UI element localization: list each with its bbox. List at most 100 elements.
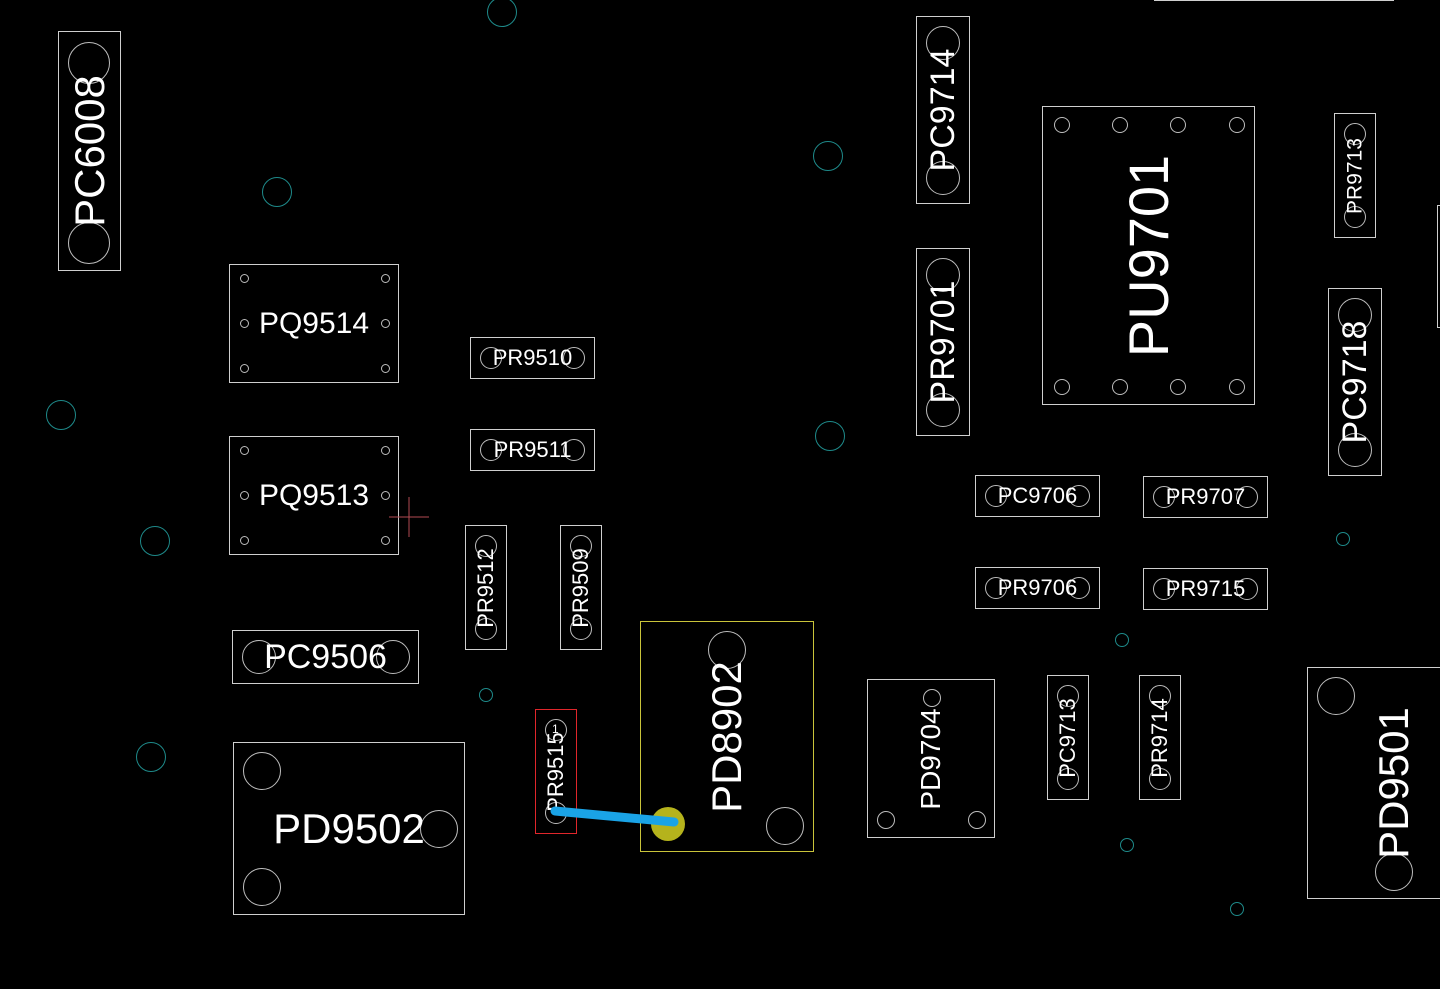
pad[interactable] xyxy=(545,719,567,741)
pad[interactable] xyxy=(1170,117,1186,133)
component-pr9707[interactable]: PR9707 xyxy=(1143,476,1268,518)
pad[interactable] xyxy=(240,319,249,328)
pad[interactable] xyxy=(563,347,585,369)
via[interactable] xyxy=(813,141,843,171)
component-pr9706[interactable]: PR9706 xyxy=(975,567,1100,609)
component-pu9701[interactable]: PU9701 xyxy=(1042,106,1255,405)
via[interactable] xyxy=(1230,902,1244,916)
pad[interactable] xyxy=(376,640,410,674)
pad[interactable] xyxy=(923,689,941,707)
component-pr9511[interactable]: PR9511 xyxy=(470,429,595,471)
pad[interactable] xyxy=(1054,117,1070,133)
pad[interactable] xyxy=(570,618,592,640)
pad[interactable] xyxy=(1112,117,1128,133)
via[interactable] xyxy=(262,177,292,207)
pad[interactable] xyxy=(926,26,960,60)
pad[interactable] xyxy=(926,161,960,195)
pad[interactable] xyxy=(563,439,585,461)
pad[interactable] xyxy=(381,536,390,545)
via[interactable] xyxy=(1120,838,1134,852)
component-pr9509[interactable]: PR9509 xyxy=(560,525,602,650)
pad[interactable] xyxy=(243,868,281,906)
component-pc9714[interactable]: PC9714 xyxy=(916,16,970,204)
pad[interactable] xyxy=(381,319,390,328)
via[interactable] xyxy=(1115,633,1129,647)
pad[interactable] xyxy=(1149,768,1171,790)
component-pd8902[interactable]: PD8902 xyxy=(640,621,814,852)
pad[interactable] xyxy=(1112,379,1128,395)
pad[interactable] xyxy=(1338,298,1372,332)
pad[interactable] xyxy=(480,439,502,461)
component-pc9706[interactable]: PC9706 xyxy=(975,475,1100,517)
pad[interactable] xyxy=(1229,117,1245,133)
pad[interactable] xyxy=(1068,485,1090,507)
pad[interactable] xyxy=(420,810,458,848)
pad[interactable] xyxy=(381,446,390,455)
via[interactable] xyxy=(487,0,517,27)
component-pd9704[interactable]: PD9704 xyxy=(867,679,995,838)
pad[interactable] xyxy=(766,807,804,845)
via[interactable] xyxy=(479,688,493,702)
pad[interactable] xyxy=(1068,577,1090,599)
pad[interactable] xyxy=(1344,206,1366,228)
pad[interactable] xyxy=(1317,677,1355,715)
pad[interactable] xyxy=(475,535,497,557)
pad[interactable] xyxy=(242,640,276,674)
pad[interactable] xyxy=(240,446,249,455)
pad[interactable] xyxy=(1057,685,1079,707)
pad[interactable] xyxy=(570,535,592,557)
pad[interactable] xyxy=(1149,685,1171,707)
pad[interactable] xyxy=(968,811,986,829)
pad[interactable] xyxy=(877,811,895,829)
via[interactable] xyxy=(815,421,845,451)
pad[interactable] xyxy=(708,631,746,669)
pad[interactable] xyxy=(1170,379,1186,395)
pad[interactable] xyxy=(381,274,390,283)
pad[interactable] xyxy=(1375,853,1413,891)
pad[interactable] xyxy=(243,752,281,790)
pad[interactable] xyxy=(480,347,502,369)
pad[interactable] xyxy=(68,42,110,84)
component-pr9512[interactable]: PR9512 xyxy=(465,525,507,650)
pad[interactable] xyxy=(1057,768,1079,790)
pad[interactable] xyxy=(1338,433,1372,467)
component-pr9515[interactable]: 1 PR9515 xyxy=(535,709,577,834)
pad[interactable] xyxy=(381,364,390,373)
via[interactable] xyxy=(136,742,166,772)
component-pc6008[interactable]: PC6008 xyxy=(58,31,121,271)
component-pc9718[interactable]: PC9718 xyxy=(1328,288,1382,476)
pad[interactable] xyxy=(985,485,1007,507)
pad[interactable] xyxy=(381,491,390,500)
via[interactable] xyxy=(140,526,170,556)
pad[interactable] xyxy=(240,536,249,545)
component-pd9502[interactable]: PD9502 xyxy=(233,742,465,915)
component-pr9715[interactable]: PR9715 xyxy=(1143,568,1268,610)
pad[interactable] xyxy=(926,393,960,427)
component-pr9713[interactable]: PR9713 xyxy=(1334,113,1376,238)
pad[interactable] xyxy=(1344,123,1366,145)
pad[interactable] xyxy=(475,618,497,640)
pad[interactable] xyxy=(240,274,249,283)
component-pc9506[interactable]: PC9506 xyxy=(232,630,419,684)
component-pd9501[interactable]: PD9501 xyxy=(1307,667,1440,899)
pad[interactable] xyxy=(240,491,249,500)
pad[interactable] xyxy=(1054,379,1070,395)
pad[interactable] xyxy=(68,222,110,264)
net-trace[interactable] xyxy=(550,806,679,827)
pad[interactable] xyxy=(1229,379,1245,395)
via[interactable] xyxy=(1336,532,1350,546)
pad[interactable] xyxy=(1236,486,1258,508)
pad[interactable] xyxy=(1153,486,1175,508)
via[interactable] xyxy=(46,400,76,430)
component-pq9513[interactable]: PQ9513 xyxy=(229,436,399,555)
pad[interactable] xyxy=(926,258,960,292)
component-pr9701[interactable]: PR9701 xyxy=(916,248,970,436)
pad[interactable] xyxy=(1153,578,1175,600)
pad[interactable] xyxy=(240,364,249,373)
component-pr9510[interactable]: PR9510 xyxy=(470,337,595,379)
component-pr9714[interactable]: PR9714 xyxy=(1139,675,1181,800)
pad[interactable] xyxy=(985,577,1007,599)
component-pq9514[interactable]: PQ9514 xyxy=(229,264,399,383)
pad[interactable] xyxy=(1236,578,1258,600)
